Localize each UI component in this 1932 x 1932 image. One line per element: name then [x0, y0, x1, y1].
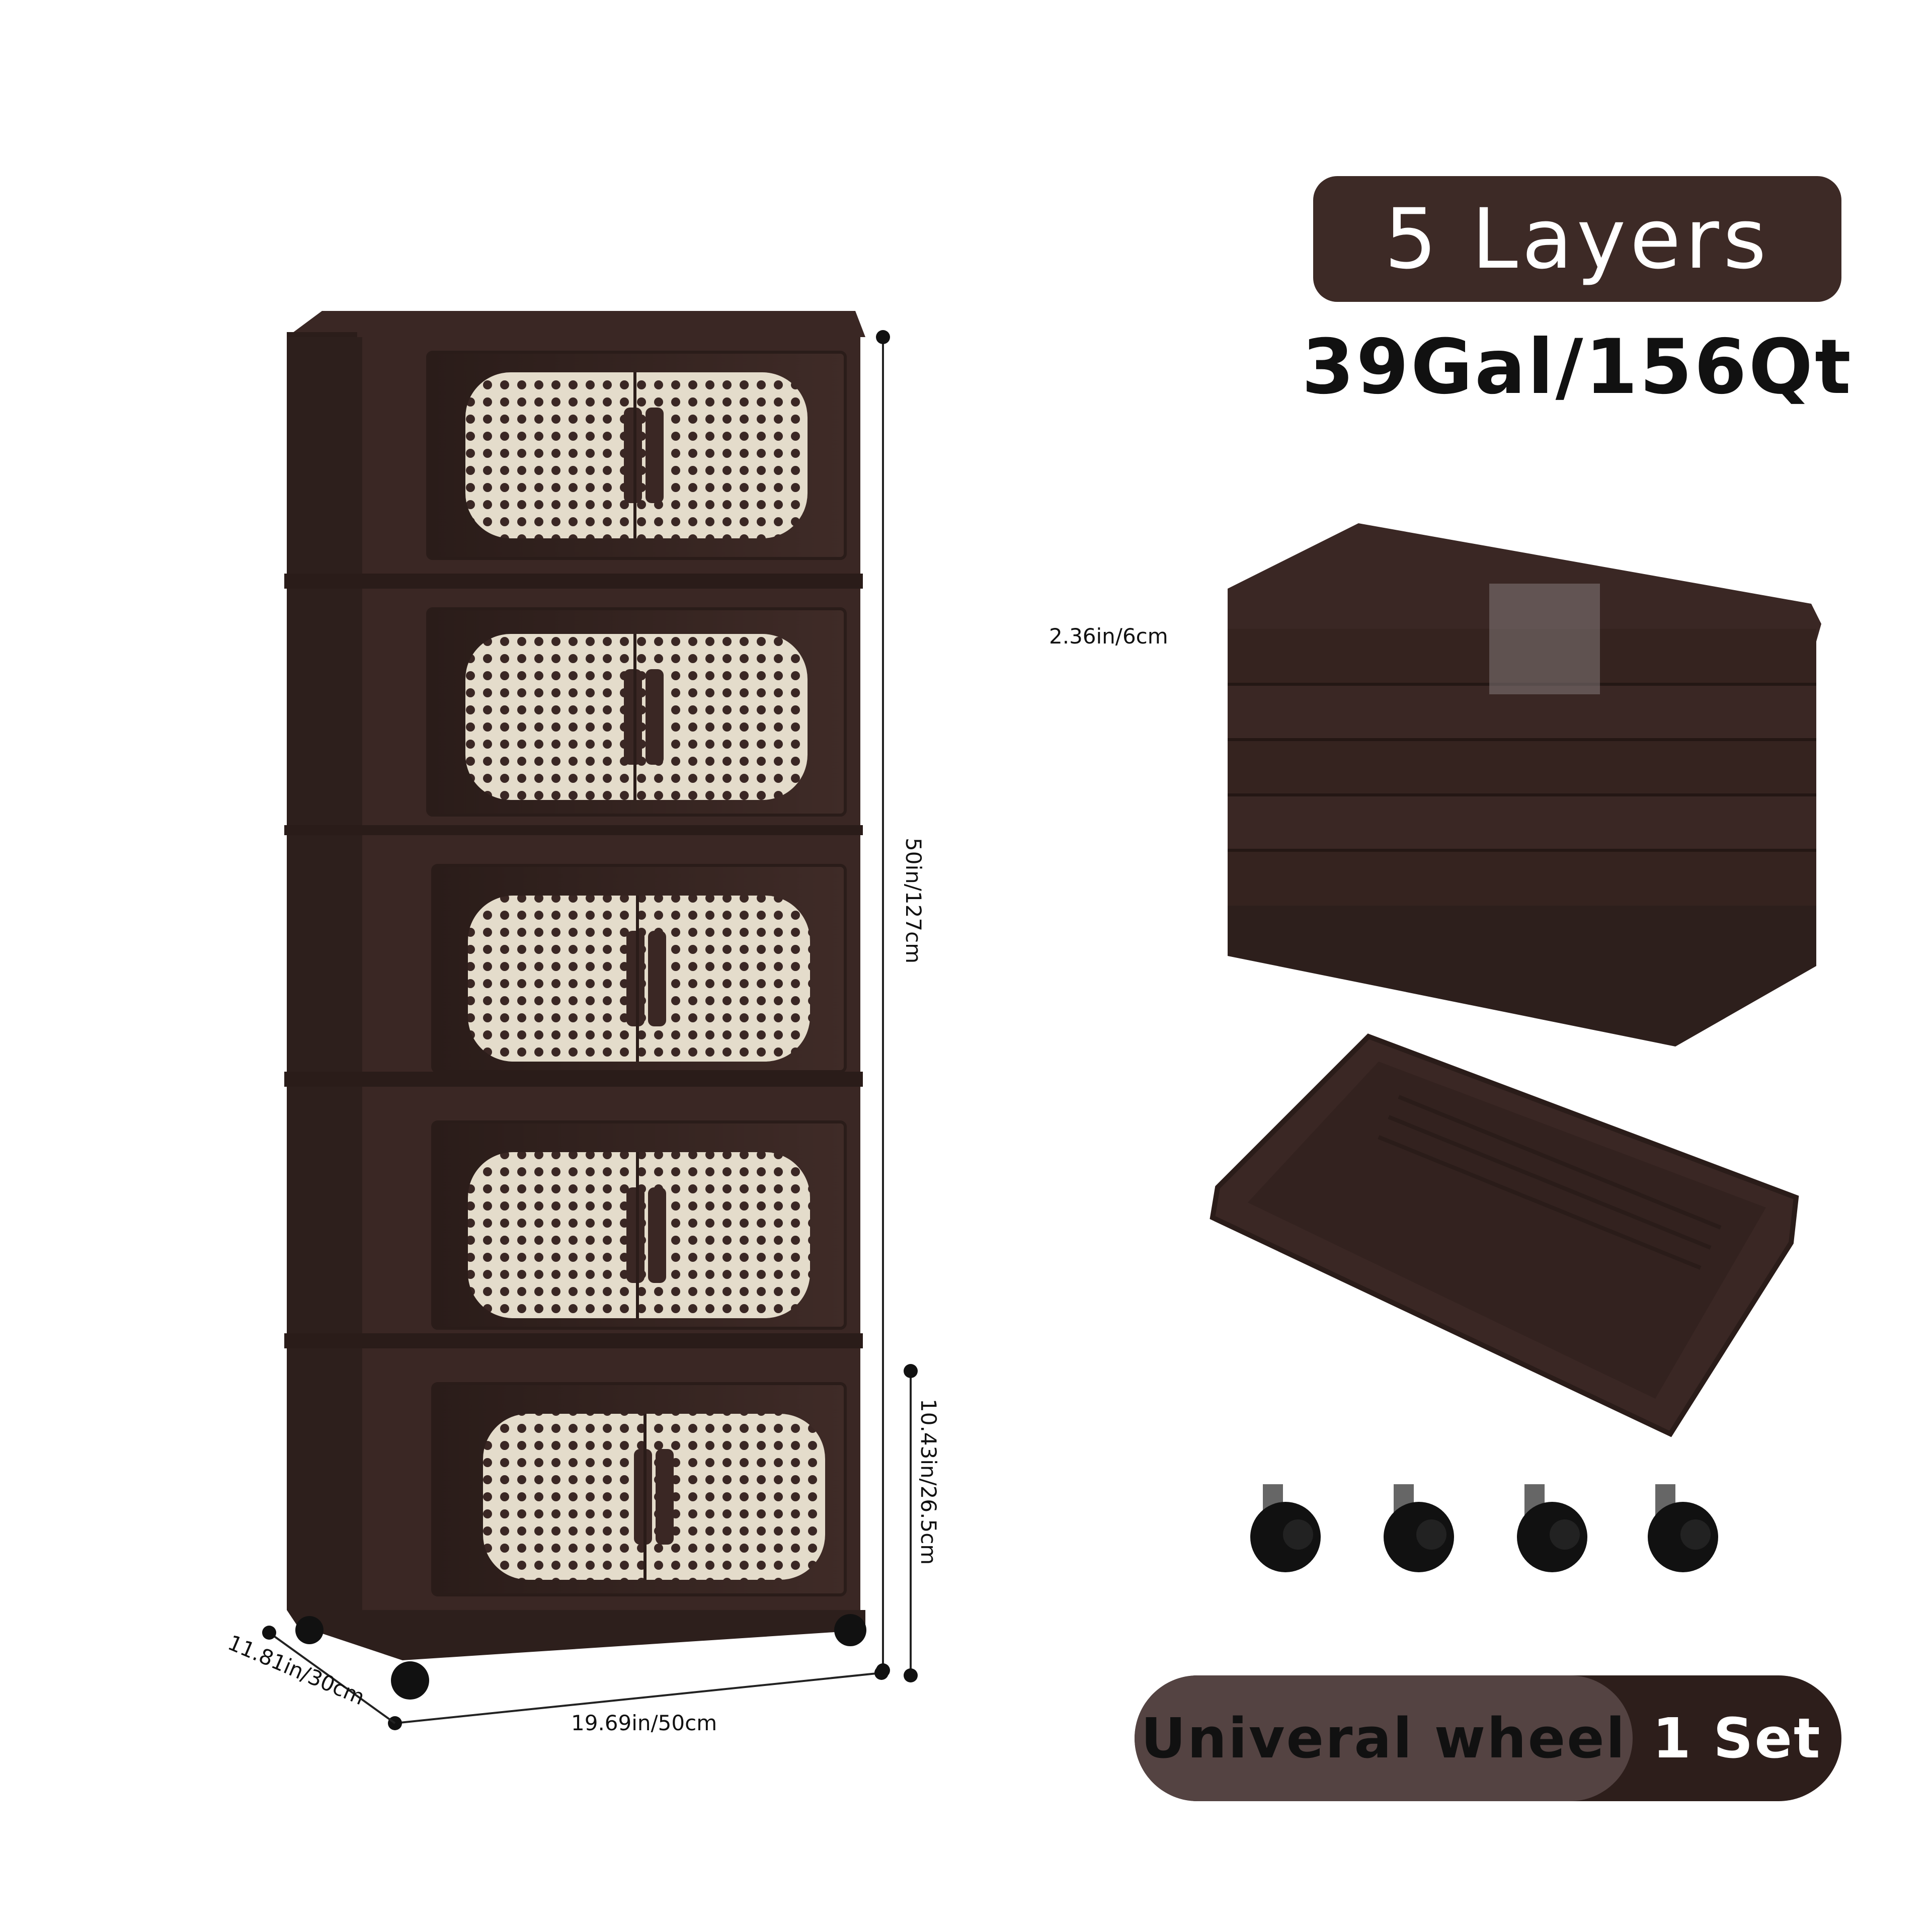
layer-3	[287, 835, 860, 1073]
layers-badge: 5 Layers	[1313, 176, 1841, 302]
universal-wheels	[1250, 1484, 1718, 1572]
layer-height-label: 10.43in/26.5cm	[916, 1399, 941, 1565]
wheel-quantity: 1 Set	[1652, 1706, 1822, 1770]
height-label: 50in/127cm	[901, 838, 926, 964]
base-tray	[1210, 1033, 1799, 1437]
cabinet	[284, 311, 866, 1700]
wheel-icon	[1250, 1484, 1321, 1572]
wheel-label: Univeral wheel	[1135, 1675, 1633, 1801]
layer-5	[287, 1348, 860, 1610]
layers-label: 5 Layers	[1384, 191, 1770, 287]
capacity-text: 39Gal/156Qt	[1302, 324, 1853, 411]
width-label: 19.69in/50cm	[571, 1711, 717, 1735]
dimension-lines	[262, 330, 918, 1730]
wheel-icon	[1648, 1484, 1718, 1572]
layer-4	[287, 1087, 860, 1333]
layer-2	[287, 589, 860, 825]
folded-height-label: 2.36in/6cm	[1049, 624, 1168, 649]
wheel-badge: Univeral wheel 1 Set	[1135, 1675, 1841, 1801]
folded-stack	[1228, 523, 1821, 1046]
layer-1	[287, 337, 860, 574]
wheel-icon	[1517, 1484, 1587, 1572]
wheel-icon	[1384, 1484, 1454, 1572]
